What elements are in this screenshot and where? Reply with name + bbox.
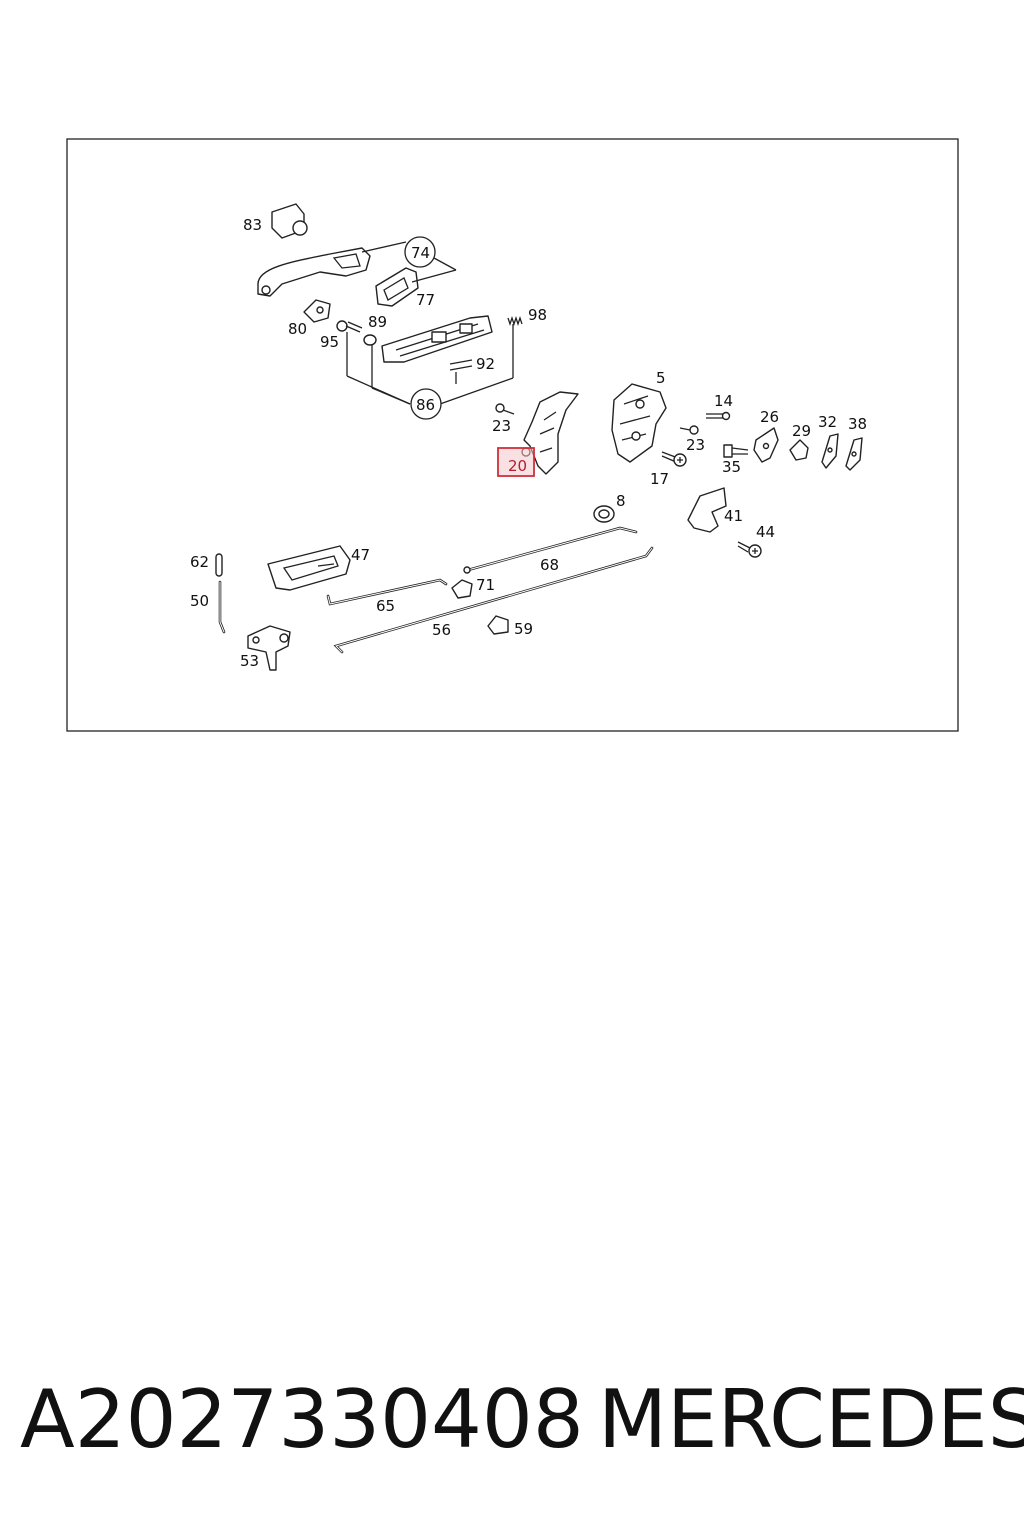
part-50-rod <box>218 580 226 634</box>
part-26-bracket <box>753 427 779 463</box>
highlight-box-20 <box>497 447 535 477</box>
label-59: 59 <box>514 620 533 638</box>
label-56: 56 <box>432 621 451 639</box>
part-95-screw <box>336 320 363 333</box>
part-65-rod <box>326 578 448 606</box>
label-23b: 23 <box>686 436 705 454</box>
label-14: 14 <box>714 392 733 410</box>
label-20: 20 <box>508 457 527 475</box>
label-32: 32 <box>818 413 837 431</box>
part-44-screw <box>737 541 762 558</box>
label-62: 62 <box>190 553 209 571</box>
label-29: 29 <box>792 422 811 440</box>
part-89-bushing <box>363 334 377 346</box>
part-77-bezel <box>375 267 419 307</box>
part-29-clip <box>789 439 809 461</box>
diagram-frame <box>66 138 959 732</box>
label-35: 35 <box>722 458 741 476</box>
label-71: 71 <box>476 576 495 594</box>
label-5: 5 <box>656 369 666 387</box>
part-47-inner-handle <box>267 545 351 591</box>
label-80: 80 <box>288 320 307 338</box>
label-86: 86 <box>416 396 435 414</box>
label-65: 65 <box>376 597 395 615</box>
part-outer-handle <box>257 247 371 297</box>
part-32-plate <box>821 433 839 469</box>
label-74: 74 <box>411 244 430 262</box>
part-59-clip <box>487 615 509 635</box>
part-5-door-lock <box>611 383 667 463</box>
label-47: 47 <box>351 546 370 564</box>
label-8: 8 <box>616 492 626 510</box>
label-50: 50 <box>190 592 209 610</box>
part-14-screw <box>706 411 731 421</box>
exploded-parts-diagram: 83 74 77 80 95 89 98 92 86 23 20 5 14 23… <box>66 138 959 732</box>
part-71-clip <box>451 579 473 599</box>
label-26: 26 <box>760 408 779 426</box>
label-92: 92 <box>476 355 495 373</box>
part-23b-screw <box>679 425 699 435</box>
part-86-handle-carrier <box>381 315 493 363</box>
callout-74-circle <box>404 236 436 268</box>
label-41: 41 <box>724 507 743 525</box>
part-number: A2027330408 <box>20 1373 584 1466</box>
part-62-pin <box>215 553 223 577</box>
part-41-cover <box>687 487 727 533</box>
label-38: 38 <box>848 415 867 433</box>
caption-bar: A2027330408 MERCEDES <box>0 1370 1024 1480</box>
label-23a: 23 <box>492 417 511 435</box>
brand-name: MERCEDES <box>598 1373 1024 1466</box>
part-98-spring <box>507 315 523 327</box>
part-83-lock-cylinder <box>271 203 308 239</box>
part-8-grommet <box>593 505 615 523</box>
label-68: 68 <box>540 556 559 574</box>
part-80-bracket <box>303 299 331 323</box>
part-56-rod <box>333 546 654 654</box>
label-89: 89 <box>368 313 387 331</box>
part-92-clip <box>449 359 473 384</box>
label-95: 95 <box>320 333 339 351</box>
label-98: 98 <box>528 306 547 324</box>
label-83: 83 <box>243 216 262 234</box>
part-23a-screw <box>495 403 515 415</box>
part-38-plate <box>845 437 863 471</box>
label-77: 77 <box>416 291 435 309</box>
label-53: 53 <box>240 652 259 670</box>
part-35-bolt <box>723 444 749 458</box>
label-44: 44 <box>756 523 775 541</box>
part-17-bolt <box>661 451 687 467</box>
callout-86-circle <box>410 388 442 420</box>
part-53-bell-crank <box>247 625 291 671</box>
label-17: 17 <box>650 470 669 488</box>
part-68-rod <box>463 526 638 574</box>
